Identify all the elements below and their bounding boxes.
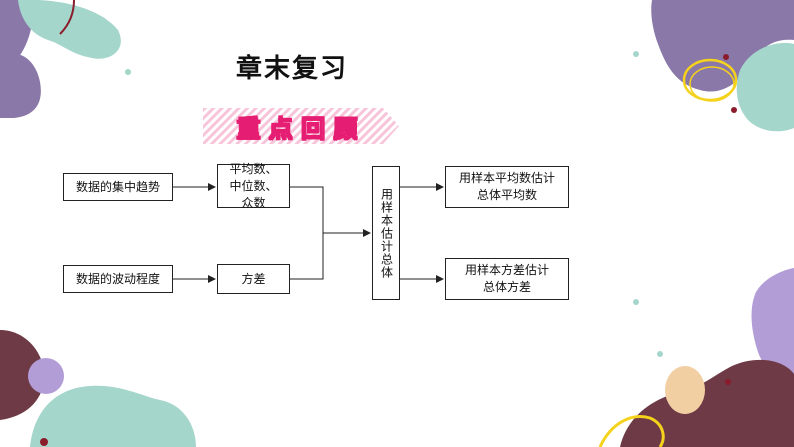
node-avg-median-mode: 平均数、中位数、众数 xyxy=(217,162,290,210)
banner-shape xyxy=(203,108,399,144)
node-est-variance: 用样本方差估计总体方差 xyxy=(445,258,569,300)
node-sample-estimate: 用样本估计总体 xyxy=(372,166,400,300)
node-central-tendency: 数据的集中趋势 xyxy=(63,173,173,201)
node-est-mean: 用样本平均数估计总体平均数 xyxy=(445,166,569,208)
section-banner: 重 点 回 顾 xyxy=(203,108,399,144)
banner-text: 重 点 回 顾 xyxy=(236,113,358,143)
node-variance: 方差 xyxy=(217,264,290,294)
node-dispersion: 数据的波动程度 xyxy=(63,265,173,293)
edge-merge xyxy=(290,186,324,280)
page-title: 章末复习 xyxy=(236,54,349,84)
